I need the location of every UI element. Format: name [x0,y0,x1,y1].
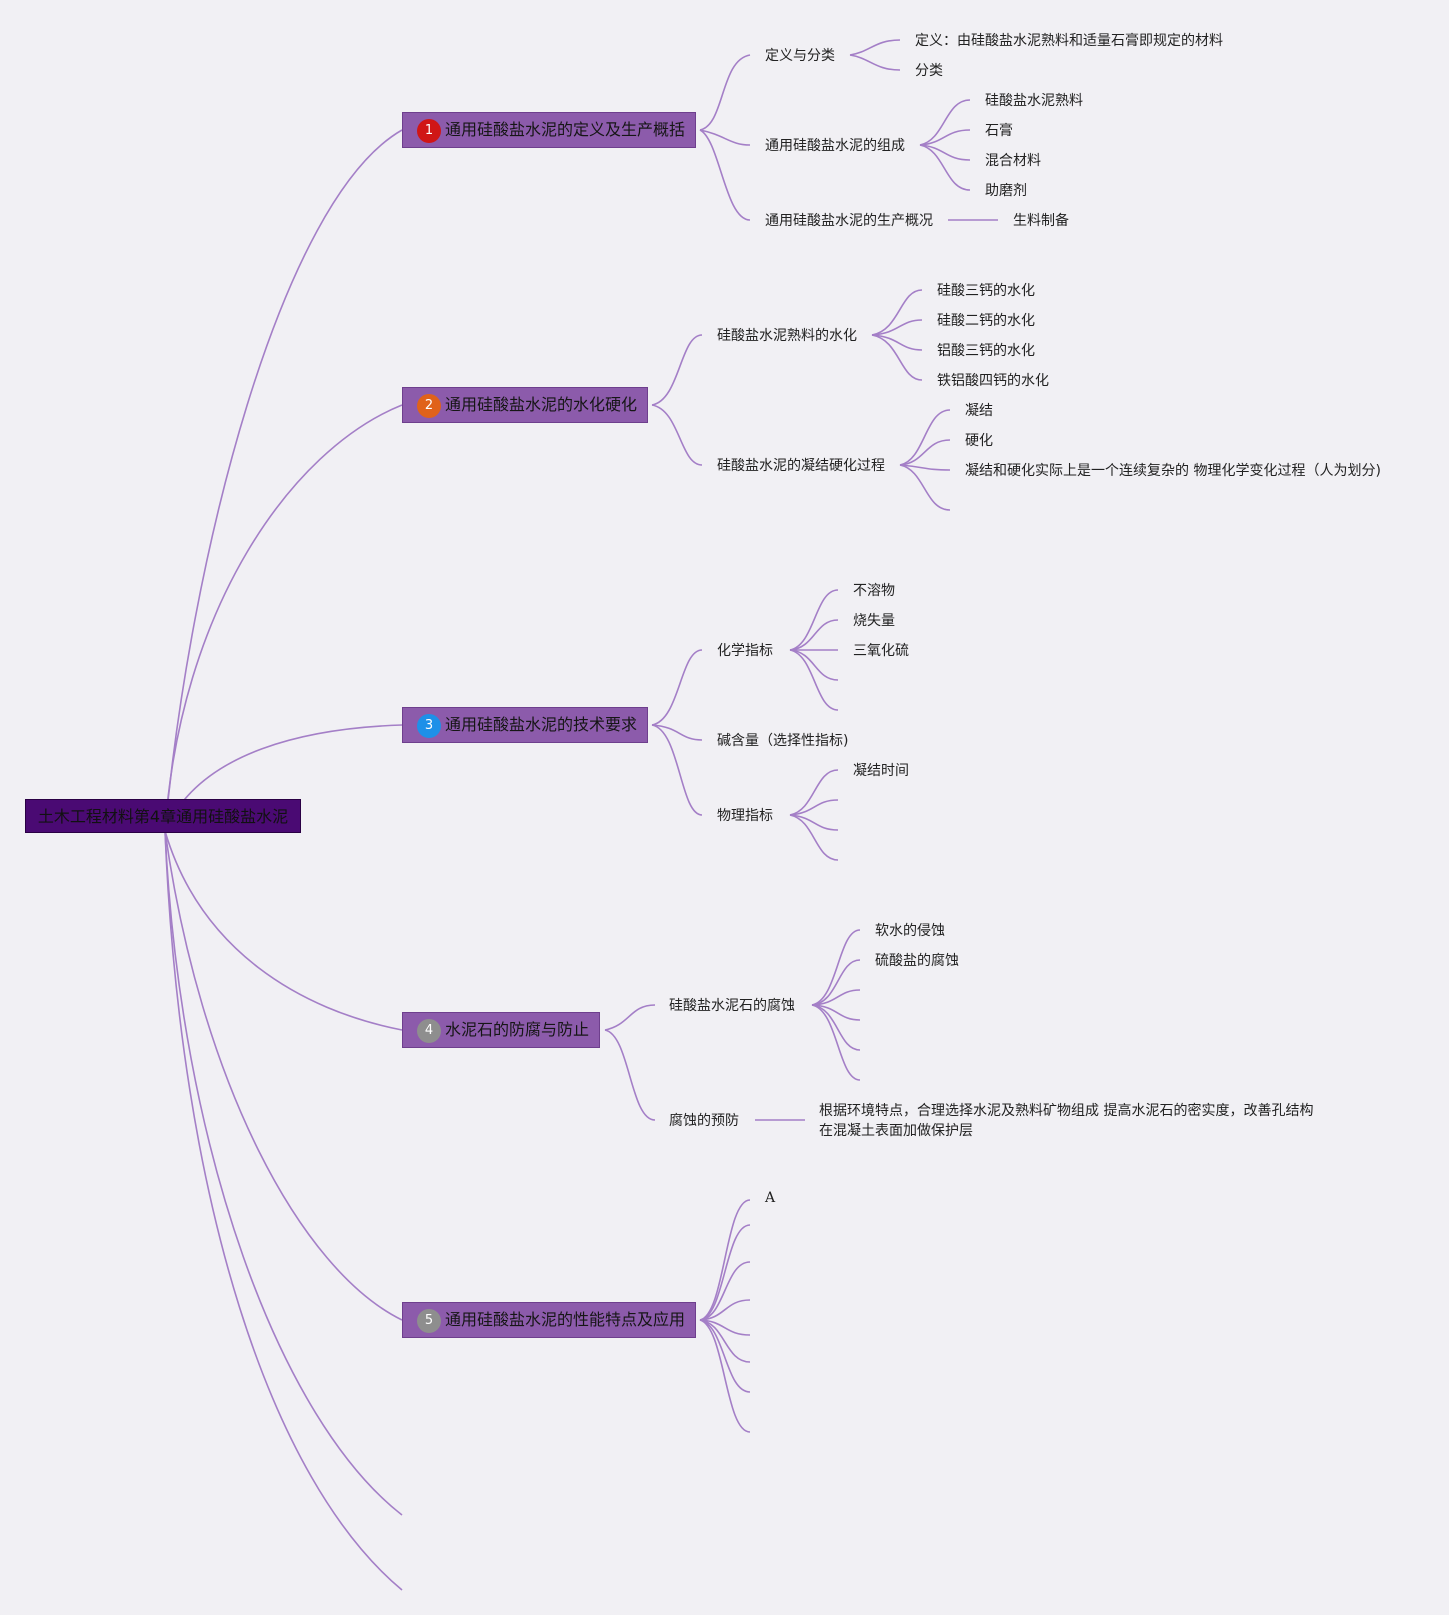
leaf-setting[interactable]: 凝结 [965,403,993,419]
leaf-hardening[interactable]: 硬化 [965,433,993,449]
main-topic-1[interactable]: 1 通用硅酸盐水泥的定义及生产概括 [402,112,697,148]
number-badge-icon: 1 [417,119,441,143]
leaf-so3[interactable]: 三氧化硫 [853,643,909,659]
number-badge-icon: 4 [417,1019,441,1043]
leaf-classification[interactable]: 分类 [915,63,943,79]
topic-label: 通用硅酸盐水泥的水化硬化 [445,395,638,414]
leaf-continuous-process[interactable]: 凝结和硬化实际上是一个连续复杂的 物理化学变化过程（人为划分) [965,463,1381,479]
topic-label: 通用硅酸盐水泥的技术要求 [445,715,638,734]
leaf-protective-layer[interactable]: 在混凝土表面加做保护层 [819,1123,973,1139]
main-topic-2[interactable]: 2 通用硅酸盐水泥的水化硬化 [402,387,649,423]
leaf-a[interactable]: A [765,1190,776,1206]
leaf-setting-time[interactable]: 凝结时间 [853,763,909,779]
subtopic-prevention[interactable]: 腐蚀的预防 [669,1113,739,1129]
leaf-grinding-aid[interactable]: 助磨剂 [985,183,1027,199]
leaf-gypsum[interactable]: 石膏 [985,123,1013,139]
leaf-c3s-hydration[interactable]: 硅酸三钙的水化 [937,283,1035,299]
leaf-c2s-hydration[interactable]: 硅酸二钙的水化 [937,313,1035,329]
leaf-sulfate[interactable]: 硫酸盐的腐蚀 [875,953,959,969]
topic-label: 通用硅酸盐水泥的性能特点及应用 [445,1310,686,1329]
main-topic-4[interactable]: 4 水泥石的防腐与防止 [402,1012,601,1048]
leaf-c4af-hydration[interactable]: 铁铝酸四钙的水化 [937,373,1049,389]
subtopic-setting-hardening[interactable]: 硅酸盐水泥的凝结硬化过程 [717,458,885,474]
number-badge-icon: 5 [417,1309,441,1333]
leaf-mixed-material[interactable]: 混合材料 [985,153,1041,169]
leaf-insoluble[interactable]: 不溶物 [853,583,895,599]
subtopic-alkali-content[interactable]: 碱含量（选择性指标) [717,733,849,749]
leaf-loss-on-ignition[interactable]: 烧失量 [853,613,895,629]
subtopic-clinker-hydration[interactable]: 硅酸盐水泥熟料的水化 [717,328,857,344]
topic-label: 通用硅酸盐水泥的定义及生产概括 [445,120,686,139]
root-topic[interactable]: 土木工程材料第4章通用硅酸盐水泥 [25,799,301,833]
topic-label: 水泥石的防腐与防止 [445,1020,590,1039]
subtopic-composition[interactable]: 通用硅酸盐水泥的组成 [765,138,905,154]
main-topic-3[interactable]: 3 通用硅酸盐水泥的技术要求 [402,707,649,743]
subtopic-production[interactable]: 通用硅酸盐水泥的生产概况 [765,213,933,229]
number-badge-icon: 3 [417,714,441,738]
leaf-definition-text[interactable]: 定义：由硅酸盐水泥熟料和适量石膏即规定的材料 [915,33,1223,49]
leaf-soft-water[interactable]: 软水的侵蚀 [875,923,945,939]
subtopic-physical-index[interactable]: 物理指标 [717,808,773,824]
subtopic-definition[interactable]: 定义与分类 [765,48,835,64]
subtopic-chemical-index[interactable]: 化学指标 [717,643,773,659]
number-badge-icon: 2 [417,394,441,418]
leaf-c3a-hydration[interactable]: 铝酸三钙的水化 [937,343,1035,359]
main-topic-5[interactable]: 5 通用硅酸盐水泥的性能特点及应用 [402,1302,697,1338]
leaf-prevention-method[interactable]: 根据环境特点，合理选择水泥及熟料矿物组成 提高水泥石的密实度，改善孔结构 [819,1103,1314,1119]
subtopic-corrosion[interactable]: 硅酸盐水泥石的腐蚀 [669,998,795,1014]
leaf-raw-meal[interactable]: 生料制备 [1013,213,1069,229]
leaf-clinker[interactable]: 硅酸盐水泥熟料 [985,93,1083,109]
